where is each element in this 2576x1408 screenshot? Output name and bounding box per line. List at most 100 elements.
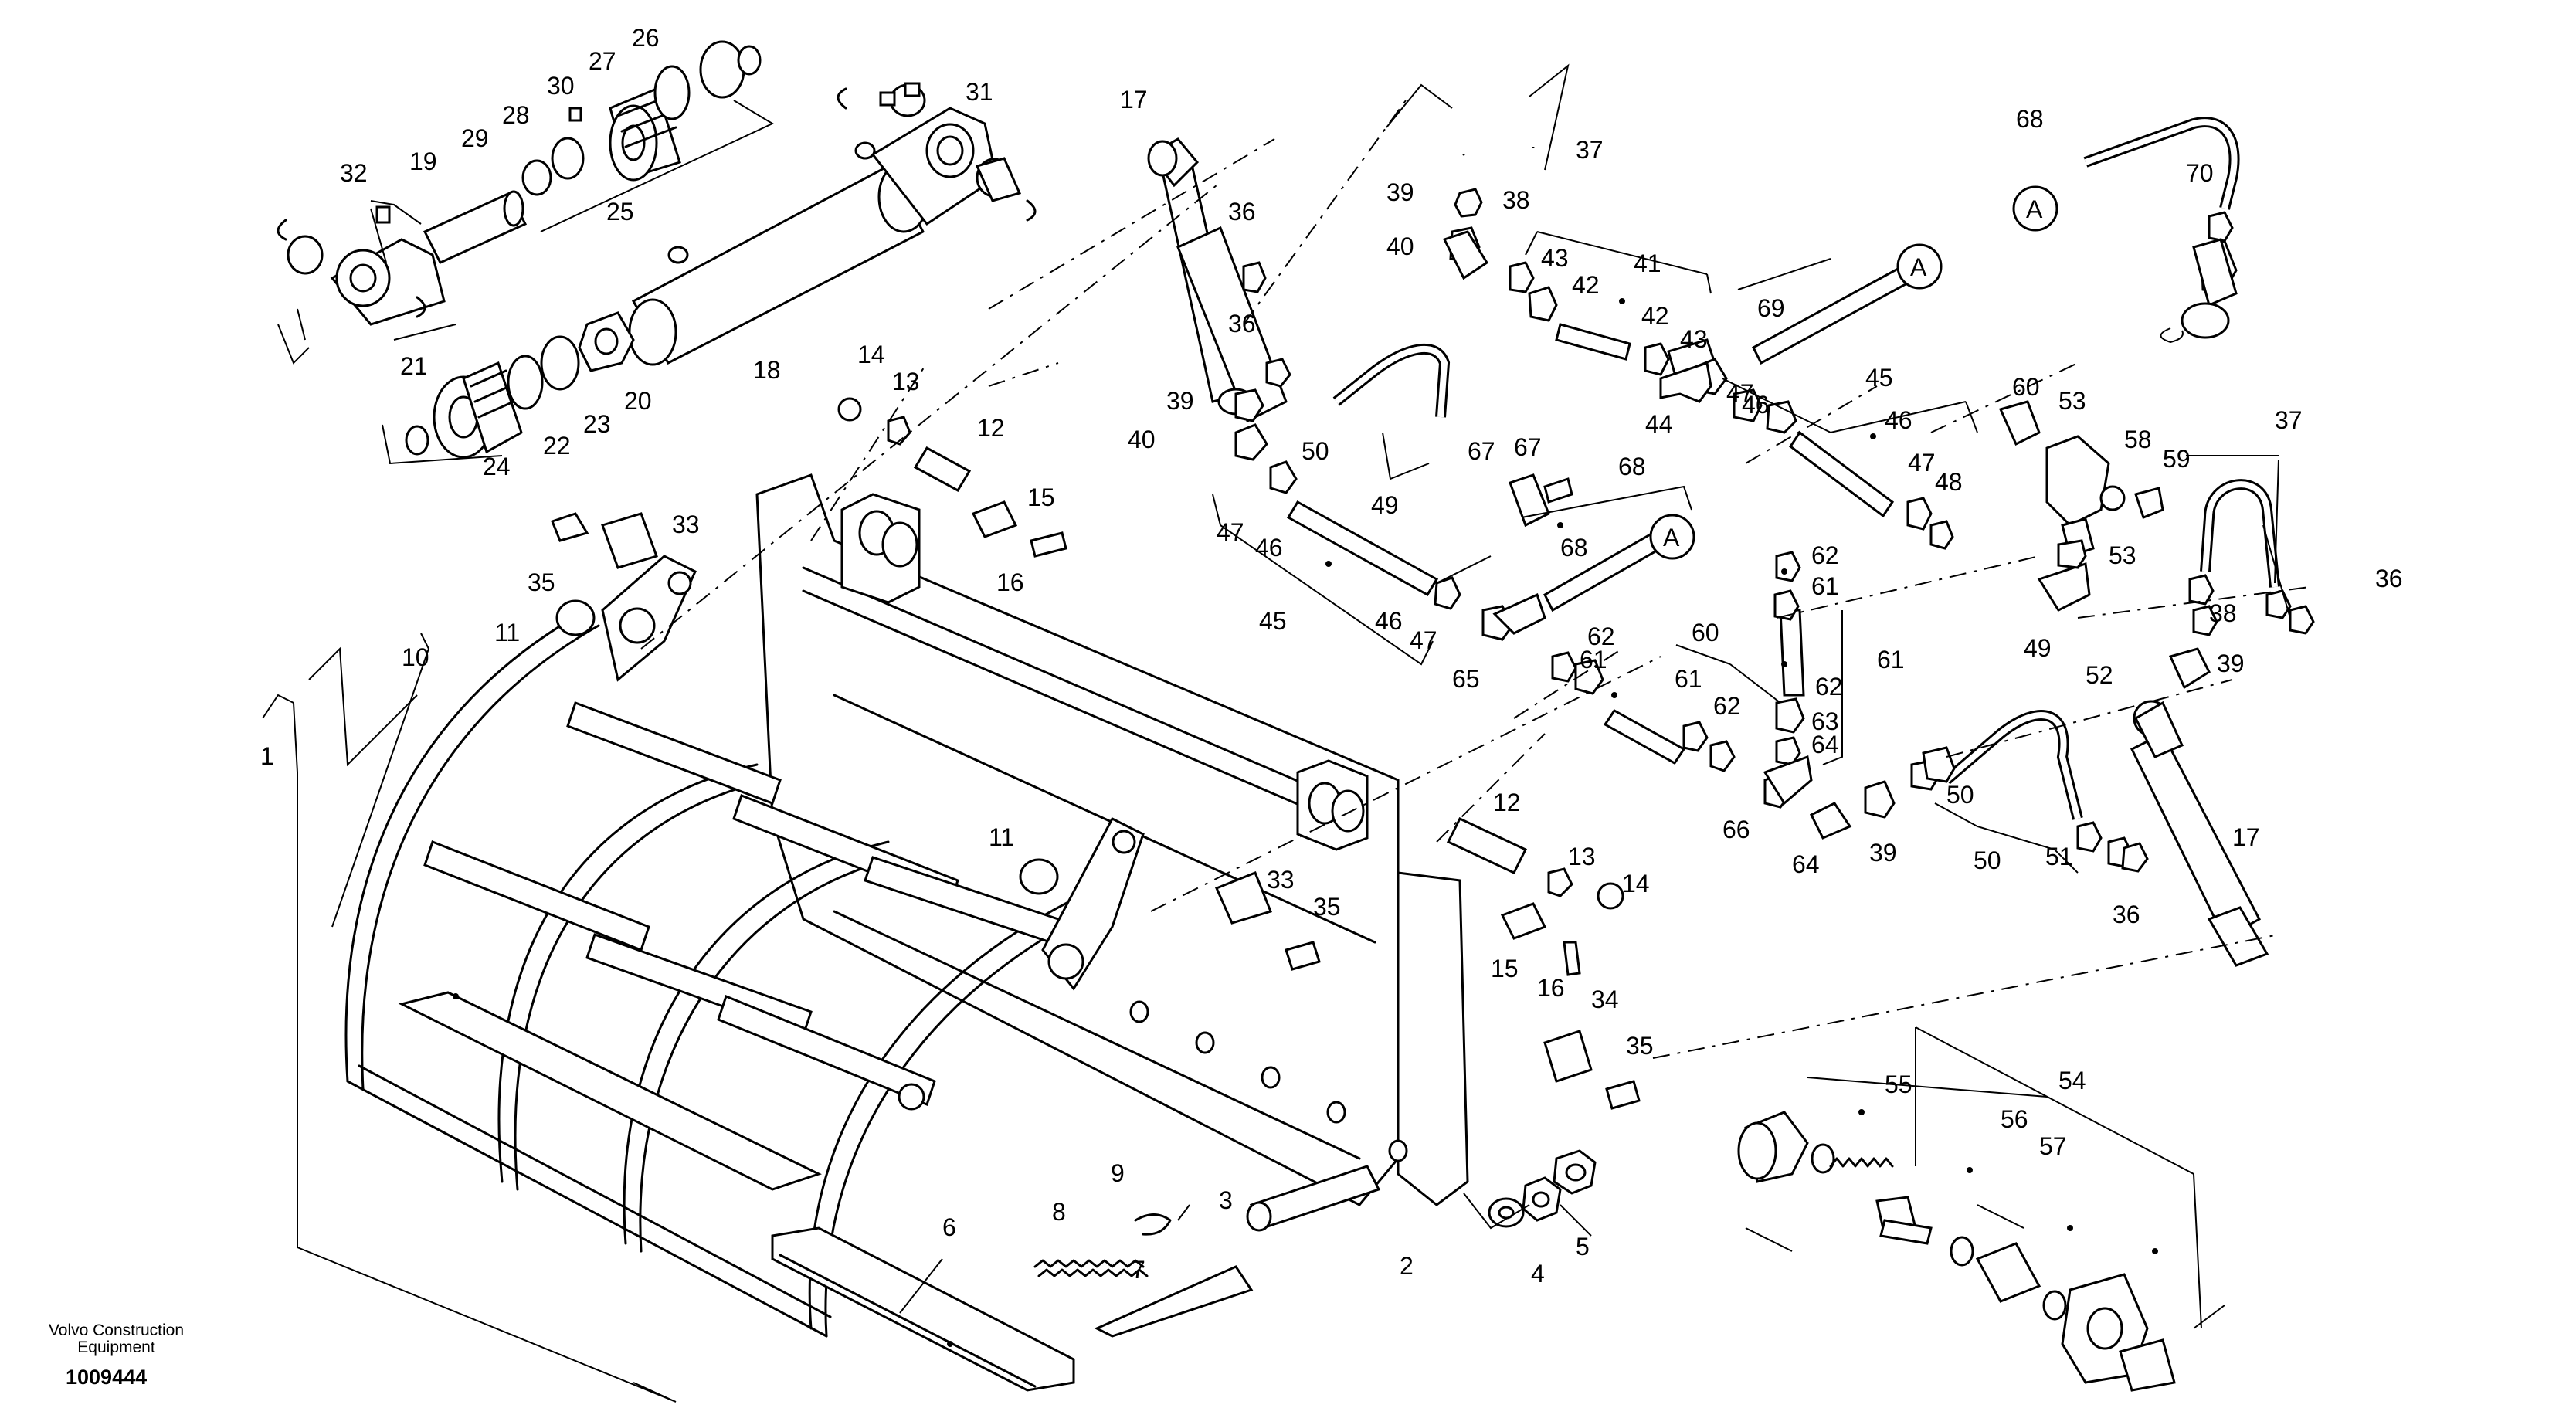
callout: 61 bbox=[1580, 646, 1607, 673]
callout: 49 bbox=[1371, 491, 1399, 519]
callout: 57 bbox=[2039, 1132, 2067, 1160]
callout: 38 bbox=[1502, 186, 1530, 214]
callout: 59 bbox=[2163, 445, 2191, 473]
manufacturer-line-1: Volvo Construction bbox=[48, 1321, 185, 1339]
callout: 62 bbox=[1713, 692, 1741, 720]
callout: 35 bbox=[1313, 893, 1341, 921]
bucket-bolt-holes bbox=[1129, 1000, 1408, 1162]
leader-dots bbox=[453, 298, 2158, 1347]
callout: 4 bbox=[1531, 1260, 1545, 1288]
callout: 35 bbox=[1626, 1032, 1654, 1060]
cylinder-17-right bbox=[2130, 700, 2269, 967]
callout: 52 bbox=[2086, 661, 2113, 689]
callout: 16 bbox=[1537, 974, 1565, 1002]
callout: 48 bbox=[1935, 468, 1963, 496]
callout: 69 bbox=[1757, 294, 1785, 322]
callout: 2 bbox=[1400, 1252, 1414, 1280]
drawing-number: 1009444 bbox=[66, 1366, 148, 1389]
callout: 19 bbox=[409, 148, 437, 175]
callout: 39 bbox=[1869, 839, 1897, 867]
callout: 17 bbox=[1120, 86, 1148, 114]
callout: 55 bbox=[1885, 1070, 1912, 1098]
nut-washer-set bbox=[1488, 1149, 1597, 1228]
callout: 29 bbox=[461, 124, 489, 152]
callout: 18 bbox=[753, 356, 781, 384]
callout: 32 bbox=[340, 159, 368, 187]
group-brackets bbox=[262, 63, 2291, 1403]
callout: 53 bbox=[2109, 541, 2136, 569]
callout: 9 bbox=[1111, 1159, 1125, 1187]
callout: 12 bbox=[977, 414, 1005, 442]
callout: 15 bbox=[1027, 483, 1055, 511]
callout: 51 bbox=[2045, 843, 2073, 870]
callout: 61 bbox=[1675, 665, 1702, 693]
callout: 12 bbox=[1493, 789, 1521, 816]
callout: 35 bbox=[528, 568, 555, 596]
callout: 62 bbox=[1815, 673, 1843, 701]
callout: 49 bbox=[2024, 634, 2052, 662]
callout: 47 bbox=[1908, 449, 1936, 477]
callout: 39 bbox=[1386, 178, 1414, 206]
callout: 17 bbox=[2232, 823, 2260, 851]
callout: 54 bbox=[2058, 1067, 2086, 1094]
callout: 14 bbox=[1622, 870, 1650, 897]
callout: 37 bbox=[1576, 136, 1604, 164]
callout: 46 bbox=[1375, 607, 1403, 635]
callout: 20 bbox=[624, 387, 652, 415]
hoses-and-tubes bbox=[1286, 41, 2280, 820]
callout: 36 bbox=[1228, 310, 1256, 338]
callout: 65 bbox=[1452, 665, 1480, 693]
callout: 47 bbox=[1217, 518, 1244, 546]
callout: 31 bbox=[966, 78, 993, 106]
callout: 64 bbox=[1811, 731, 1839, 758]
assembly-lines bbox=[640, 100, 2310, 1059]
callout: 43 bbox=[1680, 325, 1708, 353]
callout: 10 bbox=[402, 643, 429, 671]
callout: 37 bbox=[2275, 406, 2303, 434]
svg-text:A: A bbox=[1663, 524, 1680, 551]
hydraulic-fittings bbox=[551, 188, 2315, 1392]
connection-marker-a: A A A bbox=[1649, 185, 2058, 560]
callout: 23 bbox=[583, 410, 611, 438]
callout: 62 bbox=[1811, 541, 1839, 569]
callout: 45 bbox=[1865, 364, 1893, 392]
callout: 46 bbox=[1742, 391, 1770, 419]
callout-labels: 1 2 3 4 5 6 7 8 9 10 11 11 12 12 13 13 1… bbox=[260, 24, 2403, 1288]
callout: 41 bbox=[1634, 249, 1661, 277]
callout: 15 bbox=[1491, 955, 1519, 982]
callout: 70 bbox=[2186, 159, 2214, 187]
callout: 40 bbox=[1386, 232, 1414, 260]
callout: 25 bbox=[606, 198, 634, 226]
cutting-edge bbox=[771, 1226, 1075, 1392]
callout: 26 bbox=[632, 24, 660, 52]
callout: 21 bbox=[400, 352, 428, 380]
callout: 64 bbox=[1792, 850, 1820, 878]
callout: 13 bbox=[1568, 843, 1596, 870]
callout: 6 bbox=[942, 1213, 956, 1241]
callout: 16 bbox=[996, 568, 1024, 596]
callout: 13 bbox=[892, 368, 920, 395]
callout: 61 bbox=[1811, 572, 1839, 600]
callout: 44 bbox=[1645, 410, 1673, 438]
callout: 27 bbox=[589, 47, 616, 75]
svg-text:A: A bbox=[2026, 195, 2043, 223]
callout: 50 bbox=[1302, 437, 1329, 465]
callout: 8 bbox=[1052, 1198, 1066, 1226]
callout: 46 bbox=[1255, 534, 1283, 562]
callout: 7 bbox=[1132, 1256, 1145, 1284]
callout: 47 bbox=[1726, 379, 1754, 407]
callout: 50 bbox=[1946, 781, 1974, 809]
callout: 39 bbox=[2217, 650, 2245, 677]
callout: 36 bbox=[2113, 901, 2140, 928]
callout: 50 bbox=[1974, 846, 2001, 874]
callout: 33 bbox=[672, 511, 700, 538]
callout: 46 bbox=[1885, 406, 1912, 434]
callout: 1 bbox=[260, 742, 274, 770]
callout: 14 bbox=[857, 341, 885, 368]
callout: 24 bbox=[483, 453, 511, 480]
callout: 68 bbox=[1560, 534, 1588, 562]
callout: 67 bbox=[1468, 437, 1495, 465]
callout: 22 bbox=[543, 432, 571, 460]
callout: 36 bbox=[2375, 565, 2403, 592]
callout: 56 bbox=[2001, 1105, 2028, 1133]
